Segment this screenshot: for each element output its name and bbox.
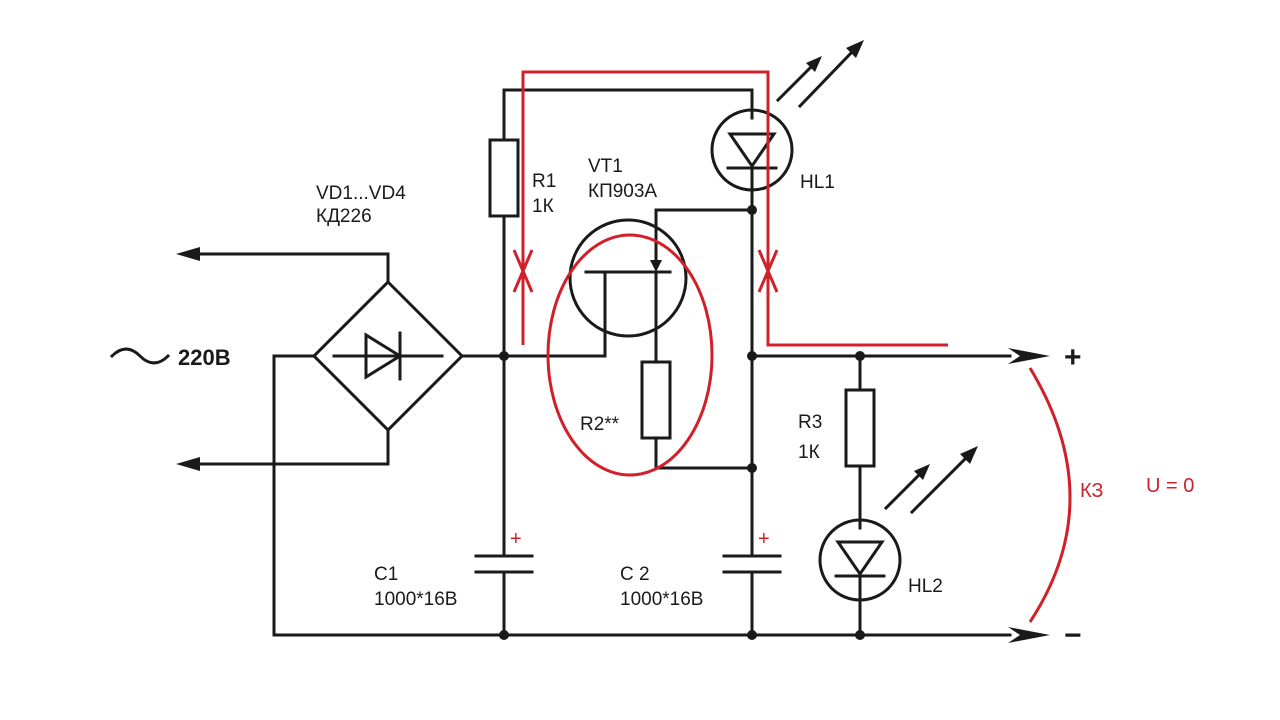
ac-source-symbol <box>109 347 171 365</box>
output-plus-arrow <box>1008 348 1050 364</box>
resistor-r2 <box>640 360 672 440</box>
r1-label: R1 <box>532 171 556 192</box>
capacitor-c1 <box>474 554 534 574</box>
hl1-label: HL1 <box>800 172 835 193</box>
transistor-vt1 <box>568 208 754 362</box>
output-minus-label: − <box>1064 619 1082 652</box>
stabilizer-highlight-ellipse <box>546 233 714 477</box>
bridge-minus-wire <box>272 354 1012 637</box>
capacitor-c2 <box>722 554 782 574</box>
hl2-label: HL2 <box>908 576 943 597</box>
short-circuit-arc <box>1028 367 1072 623</box>
c2-label: С 2 <box>620 564 650 585</box>
c2-value-label: 1000*16В <box>620 589 703 610</box>
short-circuit-label: КЗ <box>1080 480 1104 502</box>
bridge-type-label: КД226 <box>316 206 372 227</box>
bridge-ac-arrows <box>176 247 390 471</box>
c1-label: С1 <box>374 564 398 585</box>
c2-plus-mark: + <box>758 528 770 550</box>
r2-label: R2** <box>580 414 620 435</box>
bridge-name-label: VD1...VD4 <box>316 183 406 204</box>
zero-voltage-label: U = 0 <box>1146 475 1194 497</box>
c1-value-label: 1000*16В <box>374 589 457 610</box>
red-current-path <box>521 70 948 347</box>
r2-bottom-wire <box>654 436 754 470</box>
hl1-light-arrows <box>775 40 864 109</box>
path-break-marks <box>512 249 779 293</box>
junction-dots <box>499 205 865 640</box>
resistor-r1 <box>488 138 520 218</box>
vt1-type-label: КП903А <box>588 181 657 202</box>
resistor-r3 <box>844 388 876 468</box>
c1-plus-mark: + <box>510 528 522 550</box>
diode-bridge <box>311 279 465 433</box>
hl2-light-arrows <box>883 446 978 515</box>
ac-voltage-label: 220В <box>178 345 231 370</box>
r3-value-label: 1К <box>798 442 820 463</box>
output-minus-arrow <box>1008 627 1050 643</box>
r3-label: R3 <box>798 412 822 433</box>
output-plus-label: + <box>1064 341 1082 374</box>
vt1-label: VT1 <box>588 156 623 177</box>
r1-value-label: 1К <box>532 196 554 217</box>
